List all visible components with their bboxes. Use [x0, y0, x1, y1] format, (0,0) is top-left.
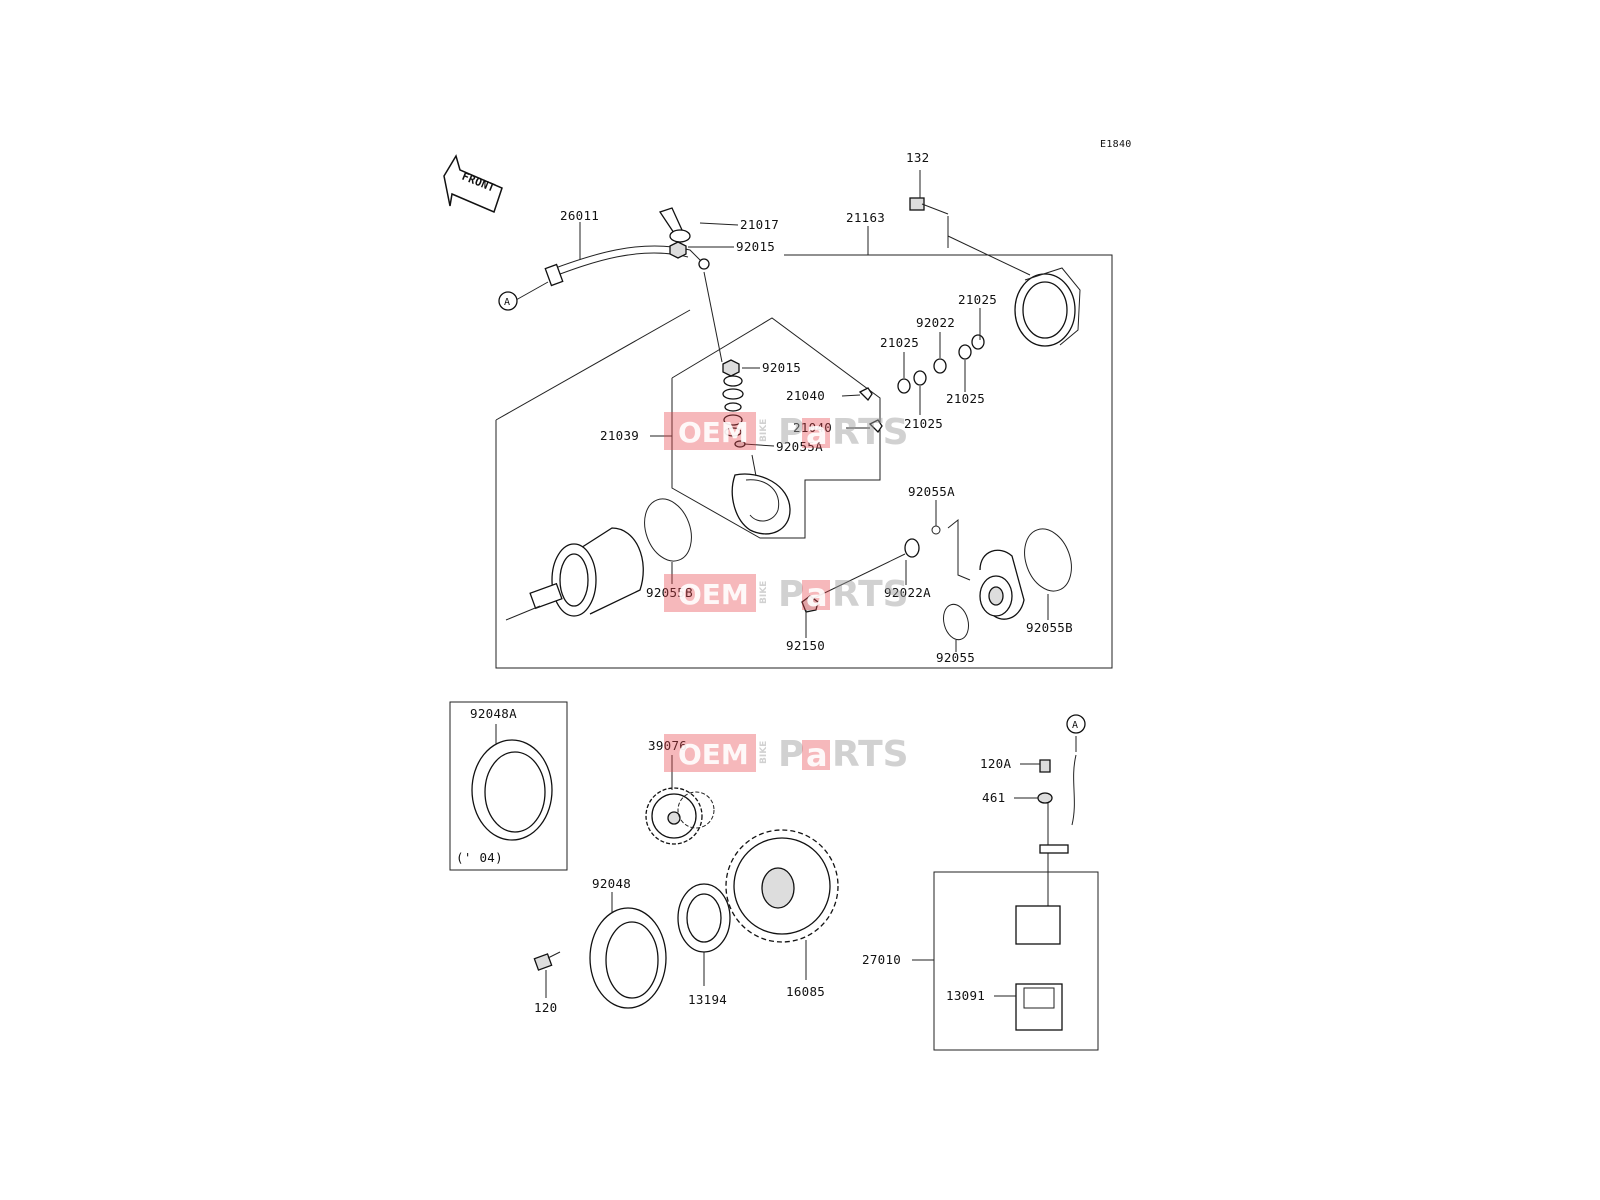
- watermark-3: OEM BIKE P a RTS: [664, 734, 909, 775]
- gasket-92048a: [471, 739, 553, 841]
- part-label: 21040: [786, 388, 825, 403]
- part-label: 92055A: [776, 439, 823, 454]
- watermark-2: OEM BIKE P a RTS: [664, 574, 909, 615]
- part-label: 132: [906, 150, 929, 165]
- small-washers: [897, 334, 985, 394]
- frame-lines: [449, 254, 1113, 1051]
- svg-text:P: P: [778, 574, 804, 615]
- part-label: 92055B: [646, 585, 693, 600]
- svg-text:RTS: RTS: [832, 412, 909, 453]
- connector-a-label-right: A: [1072, 720, 1078, 731]
- o-ring-tiny: [931, 525, 941, 535]
- brush-holder: [731, 454, 791, 535]
- part-label: 461: [982, 790, 1005, 805]
- part-label: 27010: [862, 952, 901, 967]
- starter-relay: [1015, 754, 1077, 1031]
- svg-text:BIKE: BIKE: [759, 741, 769, 764]
- starter-clutch-gear: [725, 829, 839, 943]
- connector-a-circle-right: [1066, 714, 1086, 734]
- part-label: 13091: [946, 988, 985, 1003]
- part-label: 21017: [740, 217, 779, 232]
- bolt-120: [533, 951, 561, 971]
- nut-top: [669, 241, 687, 259]
- part-label: 21025: [880, 335, 919, 350]
- svg-text:BIKE: BIKE: [759, 581, 769, 604]
- part-label: 92048A: [470, 706, 517, 721]
- svg-text:a: a: [806, 576, 828, 614]
- part-label: 92022: [916, 315, 955, 330]
- idle-gear: [645, 787, 715, 845]
- svg-text:OEM: OEM: [678, 416, 749, 449]
- part-label: 92150: [786, 638, 825, 653]
- diagram-code: E1840: [1100, 139, 1132, 150]
- part-label: 21039: [600, 428, 639, 443]
- terminal-cap: [658, 207, 691, 243]
- starter-front-cover: [947, 518, 1025, 620]
- part-label: 21040: [793, 420, 832, 435]
- svg-text:OEM: OEM: [678, 738, 749, 771]
- svg-text:a: a: [806, 736, 828, 774]
- part-label: 92015: [762, 360, 801, 375]
- screw-120a: [1039, 759, 1051, 773]
- leader-lines: [495, 170, 1077, 998]
- part-label: 16085: [786, 984, 825, 999]
- variant-note: (' 04): [456, 850, 503, 865]
- connector-a-circle-left: [498, 291, 518, 311]
- bolt-132: [909, 197, 949, 215]
- part-label: 92022A: [884, 585, 931, 600]
- o-ring-right: [1024, 528, 1072, 592]
- front-arrow-icon: FRONT: [443, 154, 503, 214]
- part-label: 92055B: [1026, 620, 1073, 635]
- svg-text:RTS: RTS: [832, 574, 909, 615]
- brush-springs: [858, 387, 883, 434]
- flange-92048: [589, 907, 667, 1009]
- part-label: 92048: [592, 876, 631, 891]
- one-way-clutch: [677, 883, 731, 953]
- part-label: 39076: [648, 738, 687, 753]
- connector-a-label-left: A: [504, 297, 510, 308]
- o-ring-small: [943, 603, 969, 641]
- part-label: 120: [534, 1000, 557, 1015]
- svg-text:P: P: [778, 734, 804, 775]
- svg-text:P: P: [778, 412, 804, 453]
- part-label: 120A: [980, 756, 1011, 771]
- part-label: 26011: [560, 208, 599, 223]
- part-label: 13194: [688, 992, 727, 1007]
- svg-text:RTS: RTS: [832, 734, 909, 775]
- part-label: 92055: [936, 650, 975, 665]
- part-label: 21025: [958, 292, 997, 307]
- o-ring-left: [644, 498, 692, 562]
- washer-461: [1037, 792, 1053, 804]
- through-bolt: [801, 538, 920, 613]
- svg-text:BIKE: BIKE: [759, 419, 769, 442]
- watermark-1: OEM BIKE P a RTS: [664, 412, 909, 453]
- svg-text:OEM: OEM: [678, 578, 749, 611]
- starter-end-cover: [1014, 267, 1081, 347]
- part-label: 21163: [846, 210, 885, 225]
- starter-motor-yoke: [505, 527, 644, 621]
- part-label: 21025: [946, 391, 985, 406]
- part-labels: E1840 132 26011 21017 92015 21163 92015 …: [456, 139, 1132, 1015]
- part-label: 92015: [736, 239, 775, 254]
- part-label: 92055A: [908, 484, 955, 499]
- svg-text:a: a: [806, 414, 828, 452]
- part-label: 21025: [904, 416, 943, 431]
